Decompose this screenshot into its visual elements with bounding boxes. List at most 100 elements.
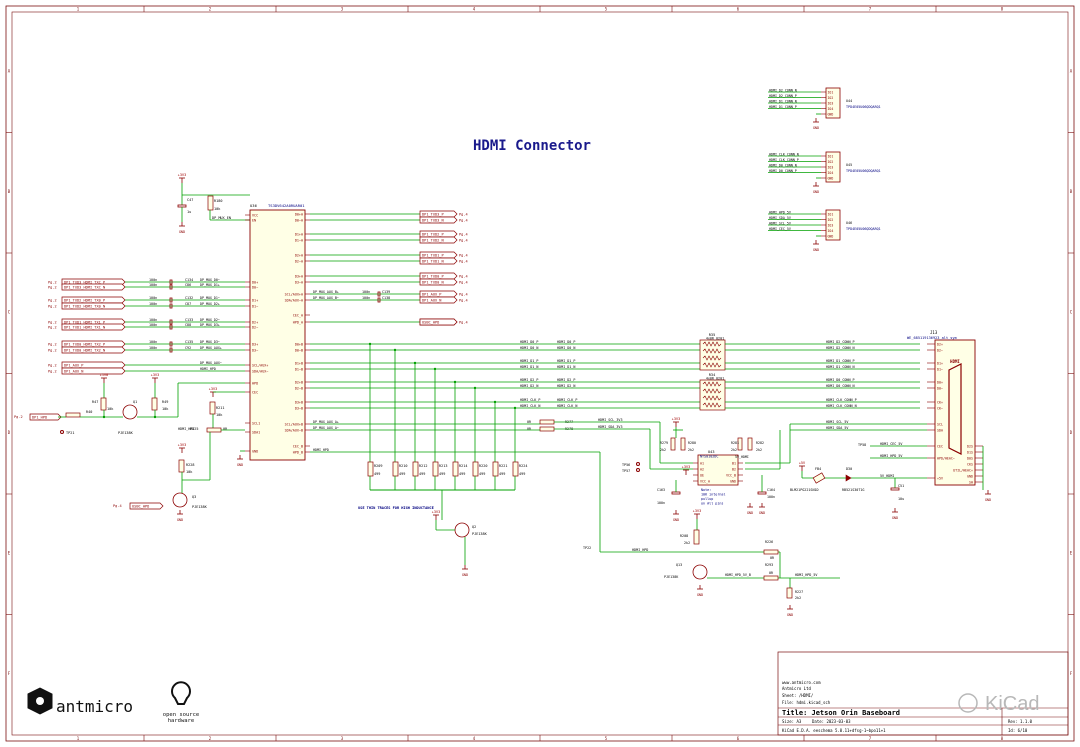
esd-net: HDMI_SCL_5V: [769, 221, 791, 225]
ref-U44: U44: [846, 99, 852, 103]
transistor-Q1: [122, 404, 138, 420]
tb-sheet: Sheet: /HDMI/: [782, 693, 814, 698]
transistor-Q13: [692, 564, 708, 580]
val-C47: 1u: [187, 210, 191, 214]
ref-R180: R180: [214, 199, 222, 203]
val-R35: 4x0R_0201: [706, 337, 724, 341]
page-ref: Pg.4: [459, 212, 468, 216]
ref-U45: U45: [846, 163, 852, 167]
val-Q2: PJE138K: [472, 532, 488, 536]
net-5v-hdmi: 5V_HDMI: [880, 474, 894, 478]
cap-C87: [169, 303, 173, 309]
gnd-label: GND: [237, 463, 243, 467]
tb-file: File: hdmi.kicad_sch: [782, 700, 831, 705]
net-hpd-5v-out: HDMI_HPD_5V: [795, 573, 817, 577]
tb-date: Date: 2023-03-03: [812, 719, 851, 724]
u36-right-pin-name: D2−B: [295, 386, 303, 390]
val-R224: 499: [519, 472, 525, 476]
net-label-right-text: DP1_TXD1_N: [422, 260, 444, 264]
esd-pin: IO4: [828, 229, 834, 233]
u36-right-pin-name: D3−B: [295, 406, 303, 410]
val-R213: 499: [439, 472, 445, 476]
transistor-Q2: [454, 522, 470, 538]
tb-company: Antmicro Ltd: [782, 686, 811, 691]
junction-dot: [368, 342, 372, 346]
net-label-right: [419, 278, 458, 286]
ref-R282: R282: [756, 441, 764, 445]
u43-note: 10K internal: [701, 493, 726, 497]
junction-dot: [473, 386, 477, 390]
resistor-R277: [539, 419, 555, 425]
u36-right-pin-name: SDA/AUX−A: [285, 298, 303, 302]
power-label: +3V3: [178, 173, 186, 177]
junction-dot: [102, 415, 106, 419]
net-label-right: [419, 290, 458, 298]
net-aux-b-: DP_MUX_AUX_A−: [313, 426, 339, 430]
net-label-left-text: DP1_TXD2_HDMI_TX0_N: [64, 305, 105, 309]
j13-pin-name: +5V: [937, 476, 943, 480]
junction-dot: [393, 348, 397, 352]
esd-pin: IO1: [828, 154, 834, 158]
u36-right-pin-name: D0+B: [295, 342, 303, 346]
hdmi-receptacle-shape: [948, 363, 962, 455]
part-U36: TS3DV642A0RUAR01: [268, 203, 305, 208]
page-ref-left: Pg.2: [48, 280, 57, 284]
ref-C86: C86: [185, 283, 191, 287]
junction-dot: [453, 380, 457, 384]
gnd-label: GND: [673, 518, 679, 522]
page-ref-left: Pg.2: [48, 298, 57, 302]
cap-C133: [169, 319, 173, 325]
gnd-label: GND: [813, 190, 819, 194]
ref-C88: C88: [185, 323, 191, 327]
j13-pin-name: UTIL/HEAC+: [953, 468, 973, 472]
ref-Q13: Q13: [676, 563, 682, 567]
net-sda-3v3: HDMI_SDA_3V3: [598, 425, 623, 429]
u36-right-pin-name: CEC_B: [293, 444, 303, 448]
u36-left-pin-name: D0−: [252, 285, 258, 289]
net-hdmi-hpd-2: HDMI_HPD: [632, 548, 648, 552]
net-hdmi-left: HDMI_D0_N: [520, 346, 538, 350]
frame-row-marker: A: [1070, 68, 1073, 73]
resistor-R279: [670, 437, 676, 451]
resistor-R213: [432, 461, 439, 477]
val-C86: 100n: [149, 283, 157, 287]
antmicro-hex-dot: [36, 697, 44, 705]
ref-R293: R293: [765, 563, 773, 567]
resistor-R208: [693, 529, 700, 545]
ic-U36: [249, 209, 306, 461]
ref-R213: R213: [439, 464, 447, 468]
val-R278: 0R: [527, 427, 532, 431]
val-C164: 100n: [767, 495, 775, 499]
ref-C134: C134: [185, 278, 193, 282]
u36-left-pin-name: D3−: [252, 348, 258, 352]
net-label-left-text: DP1_AUX_P: [64, 364, 83, 368]
net-hdmi-mid: HDMI_D2_P: [557, 378, 575, 382]
net-hdmi-mid: HDMI_D2_N: [557, 384, 575, 388]
u36-left-pin-name: SCL/AUX+: [252, 363, 268, 367]
resistor-R211: [209, 401, 216, 415]
net-scl-3v3: HDMI_SCL_3V3: [598, 418, 623, 422]
resistor-R221: [492, 461, 499, 477]
power-label: +1V8: [100, 373, 108, 377]
resistor-R226: [763, 549, 779, 555]
resistor-R210: [392, 461, 399, 477]
net-label-right: [419, 257, 458, 265]
net-hdmi-left: HDMI_D2_P: [520, 378, 538, 382]
esd-net: HDMI_D2_CONN_P: [769, 94, 797, 98]
val-R208: 2k2: [684, 541, 690, 545]
gnd-label: GND: [813, 248, 819, 252]
power-label: +3V3: [178, 443, 186, 447]
resnet-element: [702, 402, 722, 408]
ref-Q3: Q3: [192, 495, 196, 499]
esd-net: HDMI_D1_CONN_P: [769, 105, 797, 109]
page-ref: Pg.4: [459, 238, 468, 242]
hdmi-logo: HDMI: [950, 359, 960, 364]
u36-left-pin-name: D1−: [252, 304, 258, 308]
gnd-label: GND: [179, 230, 185, 234]
resnet-element: [702, 381, 722, 387]
ref-C164: C164: [767, 488, 775, 492]
page-ref: Pg.4: [459, 298, 468, 302]
esd-pin: IO2: [828, 96, 834, 100]
net-label-left-text: DP1_TXD0_HDMI_TX2_P: [64, 343, 105, 347]
frame-col-marker: 2: [209, 736, 212, 741]
